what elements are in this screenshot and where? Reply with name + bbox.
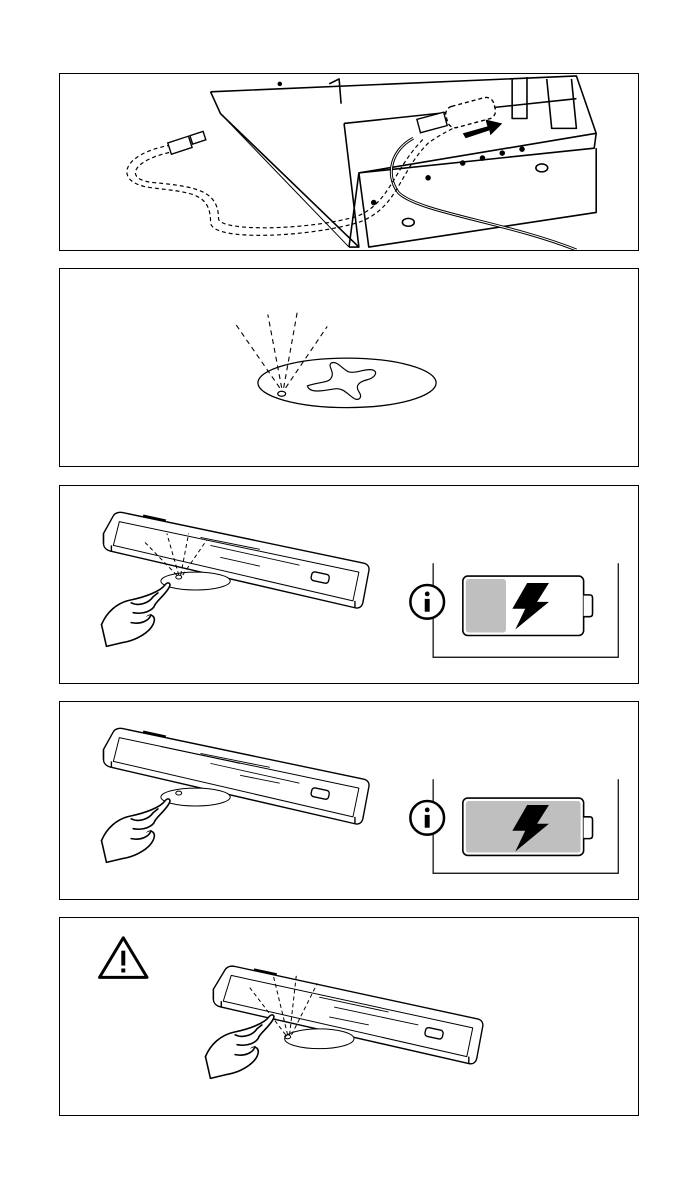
cable-install-illustration <box>60 74 638 250</box>
hand-icon <box>102 799 170 862</box>
charging-pad-icon <box>60 269 638 466</box>
panel-charging-pad <box>59 268 639 467</box>
hand-icon <box>205 1015 273 1078</box>
panel-charging-full <box>59 701 639 900</box>
warning-illustration <box>60 918 638 1115</box>
info-icon <box>410 801 444 835</box>
battery-icon <box>463 798 593 855</box>
usb-cable-icon <box>168 131 206 154</box>
charging-full-illustration <box>60 702 638 899</box>
smartphone-icon <box>103 728 369 824</box>
hand-icon <box>102 583 170 646</box>
panel-cable-install <box>59 73 639 251</box>
warning-icon <box>100 938 148 978</box>
info-icon <box>410 585 444 619</box>
smartphone-icon <box>103 512 369 608</box>
charging-low-illustration <box>60 486 638 683</box>
panel-warning <box>59 917 639 1116</box>
panel-charging-low <box>59 485 639 684</box>
battery-icon <box>463 576 593 635</box>
